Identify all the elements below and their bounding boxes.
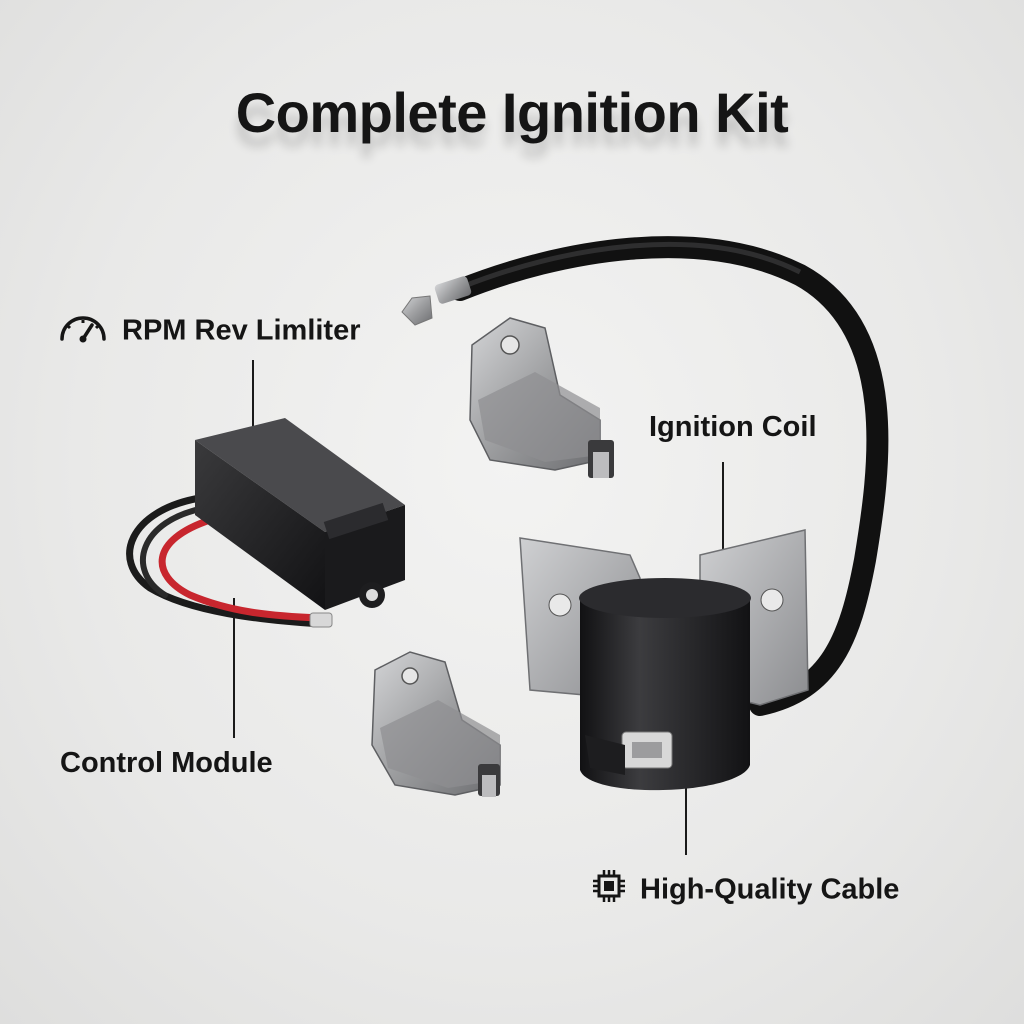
module-wires xyxy=(126,494,333,628)
chip-icon xyxy=(592,869,626,911)
label-high-quality-cable: High-Quality Cable xyxy=(592,869,899,911)
small-module-bottom xyxy=(371,651,501,797)
label-rpm-limiter: RPM Rev Limliter xyxy=(58,311,361,351)
small-module-top xyxy=(469,317,614,478)
label-control-module: Control Module xyxy=(60,746,273,780)
control-module-box xyxy=(195,418,405,610)
page-title: Complete Ignition Kit xyxy=(235,81,789,144)
spark-plug-cable xyxy=(401,236,889,716)
speedometer-icon xyxy=(58,311,108,351)
label-text: RPM Rev Limliter xyxy=(122,314,361,347)
label-text: Control Module xyxy=(60,746,273,779)
label-ignition-coil: Ignition Coil xyxy=(649,410,817,444)
ignition-coil xyxy=(519,529,809,791)
label-text: High-Quality Cable xyxy=(640,873,900,906)
label-text: Ignition Coil xyxy=(649,410,817,443)
